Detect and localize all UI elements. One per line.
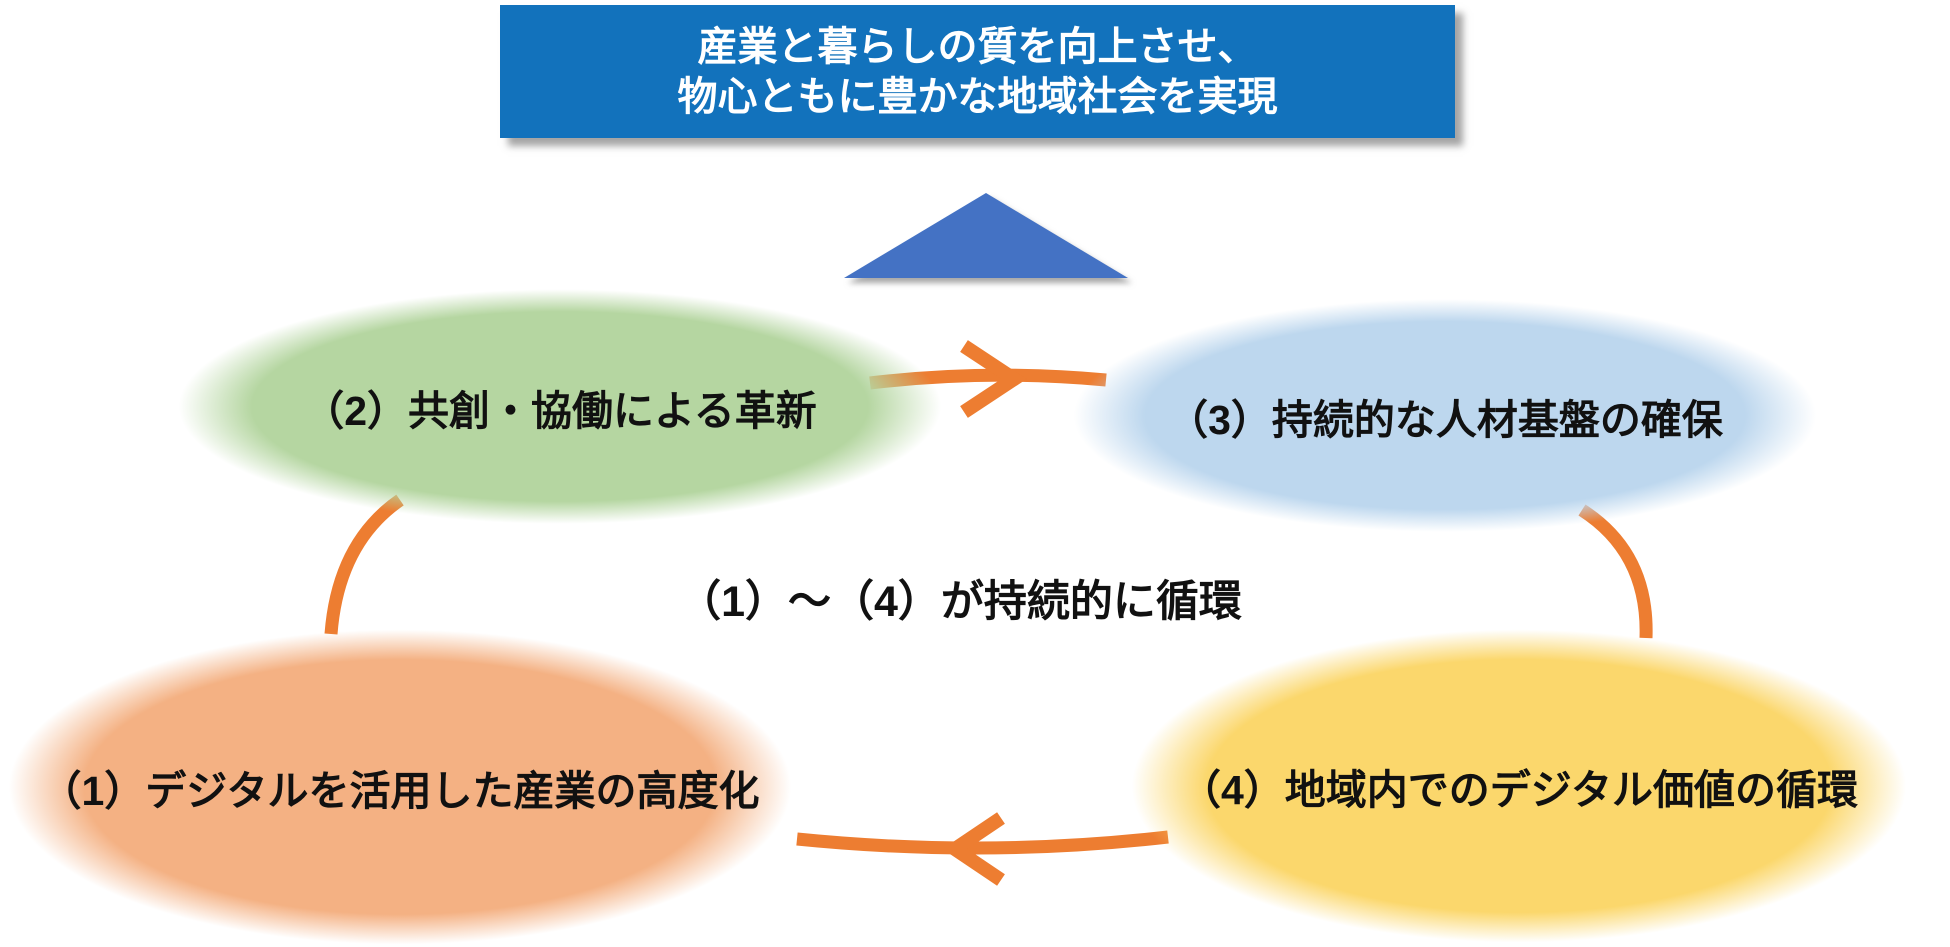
cycle-node-2-label: （2）共創・協働による革新: [303, 387, 817, 434]
cycle-node-2-shape: [175, 288, 945, 525]
goal-banner-line1: 産業と暮らしの質を向上させ、: [697, 24, 1258, 69]
arrow-bottom-chevron-icon: [942, 812, 1005, 886]
goal-banner-line2: 物心ともに豊かな地域社会を実現: [677, 74, 1278, 119]
cycle-node-3-shape: [1070, 298, 1820, 533]
cycle-node-1-shape: [5, 628, 795, 946]
cycle-center-note: （1）～（4）が持続的に循環: [678, 578, 1242, 626]
goal-banner: 産業と暮らしの質を向上させ、 物心ともに豊かな地域社会を実現: [500, 5, 1455, 138]
cycle-node-1-label: （1）デジタルを活用した産業の高度化: [40, 768, 760, 814]
cycle-node-4-shape: [1128, 628, 1910, 944]
cycle-node-4-label: （4）地域内でのデジタル価値の循環: [1180, 767, 1858, 813]
up-triangle-icon: [843, 191, 1130, 283]
up-triangle-shape: [844, 193, 1128, 278]
arrow-bottom-line: [796, 830, 1169, 855]
cycle-node-3-label: （3）持続的な人材基盤の確保: [1167, 396, 1723, 443]
arrow-top-chevron-icon: [960, 340, 1027, 418]
